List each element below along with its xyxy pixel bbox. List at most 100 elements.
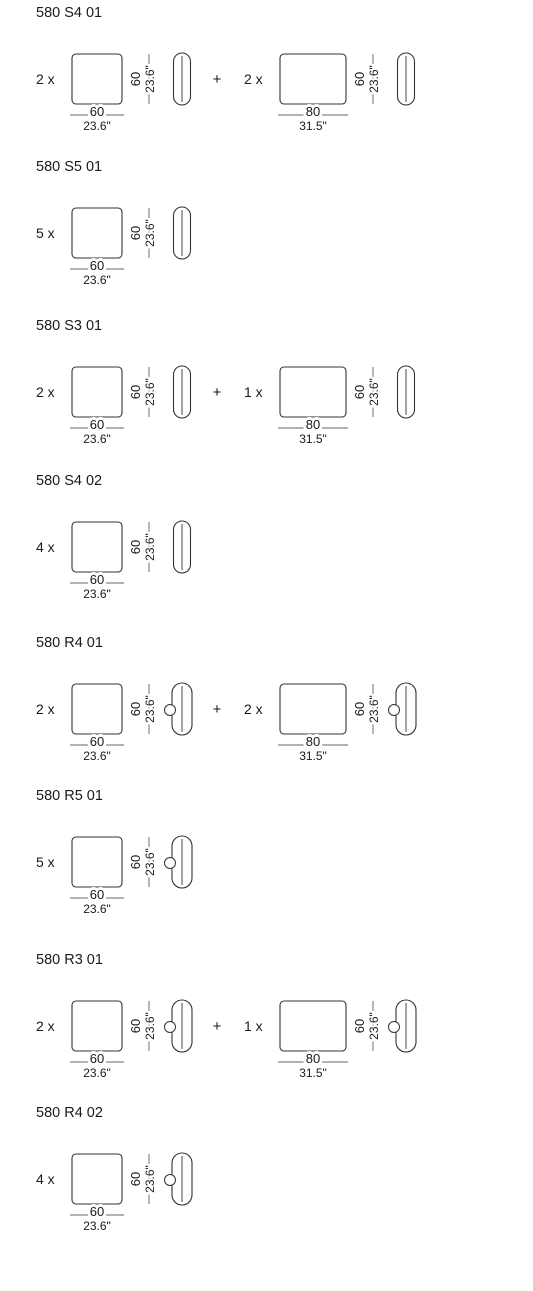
configuration-title: 580 S3 01 [36, 318, 102, 334]
width-in-label: 31.5" [299, 1066, 327, 1080]
height-cm-label: 60 [352, 1019, 367, 1033]
cushion-front-outline [71, 53, 123, 105]
height-cm-label: 60 [128, 385, 143, 399]
width-in-label: 23.6" [83, 119, 111, 133]
configuration-section: 580 R4 02 [36, 1105, 103, 1121]
height-cm-label: 60 [128, 540, 143, 554]
height-in-label: 23.6" [143, 65, 157, 93]
width-cm-label: 60 [90, 258, 104, 273]
configuration-title: 580 S4 02 [36, 473, 102, 489]
width-cm-label: 60 [90, 417, 104, 432]
configuration-title: 580 R3 01 [36, 952, 103, 968]
width-in-label: 23.6" [83, 902, 111, 916]
width-cm-label: 60 [90, 887, 104, 902]
width-cm-label: 60 [90, 572, 104, 587]
width-cm-label: 60 [90, 1204, 104, 1219]
configuration-title: 580 R5 01 [36, 788, 103, 804]
height-cm-label: 60 [352, 385, 367, 399]
height-in-label: 23.6" [143, 1165, 157, 1193]
configuration-title: 580 S5 01 [36, 159, 102, 175]
plus-sign: + [213, 1018, 222, 1035]
width-in-label: 23.6" [83, 749, 111, 763]
width-cm-label: 60 [90, 1051, 104, 1066]
plus-sign: + [213, 384, 222, 401]
width-in-label: 23.6" [83, 273, 111, 287]
cushion-front-outline [279, 53, 347, 105]
quantity-label: 2 x [244, 71, 263, 87]
width-cm-label: 60 [90, 104, 104, 119]
width-cm-label: 80 [306, 417, 320, 432]
cushion-front-outline [279, 683, 347, 735]
height-cm-label: 60 [128, 855, 143, 869]
quantity-label: 2 x [36, 701, 55, 717]
width-in-label: 31.5" [299, 749, 327, 763]
width-in-label: 23.6" [83, 1066, 111, 1080]
width-in-label: 23.6" [83, 587, 111, 601]
height-cm-label: 60 [128, 226, 143, 240]
height-in-label: 23.6" [367, 378, 381, 406]
configuration-section: 580 R3 01 + [36, 952, 222, 1035]
quantity-label: 1 x [244, 384, 263, 400]
plus-sign: + [213, 71, 222, 88]
width-in-label: 31.5" [299, 432, 327, 446]
quantity-label: 2 x [36, 1018, 55, 1034]
cushion-front-outline [279, 1000, 347, 1052]
cushion-button-icon [388, 1021, 400, 1033]
height-in-label: 23.6" [367, 1012, 381, 1040]
height-cm-label: 60 [128, 1019, 143, 1033]
height-in-label: 23.6" [143, 533, 157, 561]
configuration-section: 580 S4 02 [36, 473, 102, 489]
quantity-label: 2 x [36, 384, 55, 400]
height-cm-label: 60 [128, 702, 143, 716]
cushion-front-outline [71, 366, 123, 418]
height-cm-label: 60 [128, 1172, 143, 1186]
cushion-button-icon [164, 704, 176, 716]
width-cm-label: 60 [90, 734, 104, 749]
configuration-title: 580 S4 01 [36, 5, 102, 21]
quantity-label: 1 x [244, 1018, 263, 1034]
width-in-label: 23.6" [83, 1219, 111, 1233]
configuration-section: 580 R4 01+ [36, 635, 222, 718]
quantity-label: 5 x [36, 225, 55, 241]
cushion-front-outline [71, 1000, 123, 1052]
cushion-front-outline [71, 521, 123, 573]
width-in-label: 31.5" [299, 119, 327, 133]
configuration-section: 580 S4 01 + [36, 5, 222, 88]
quantity-label: 5 x [36, 854, 55, 870]
height-cm-label: 60 [352, 72, 367, 86]
height-in-label: 23.6" [367, 65, 381, 93]
width-cm-label: 80 [306, 1051, 320, 1066]
width-in-label: 23.6" [83, 432, 111, 446]
cushion-front-outline [279, 366, 347, 418]
height-in-label: 23.6" [367, 695, 381, 723]
cushion-front-outline [71, 207, 123, 259]
configuration-section: 580 S5 01 [36, 159, 102, 175]
configuration-section: 580 S3 01 + [36, 318, 222, 401]
configuration-title: 580 R4 02 [36, 1105, 103, 1121]
quantity-label: 2 x [36, 71, 55, 87]
cushion-button-icon [164, 1021, 176, 1033]
cushion-button-icon [164, 1174, 176, 1186]
configuration-section: 580 R5 01 [36, 788, 103, 804]
quantity-label: 4 x [36, 539, 55, 555]
width-cm-label: 80 [306, 734, 320, 749]
cushion-button-icon [164, 857, 176, 869]
quantity-label: 2 x [244, 701, 263, 717]
cushion-front-outline [71, 683, 123, 735]
cushion-front-outline [71, 1153, 123, 1205]
height-in-label: 23.6" [143, 1012, 157, 1040]
height-cm-label: 60 [128, 72, 143, 86]
height-in-label: 23.6" [143, 695, 157, 723]
